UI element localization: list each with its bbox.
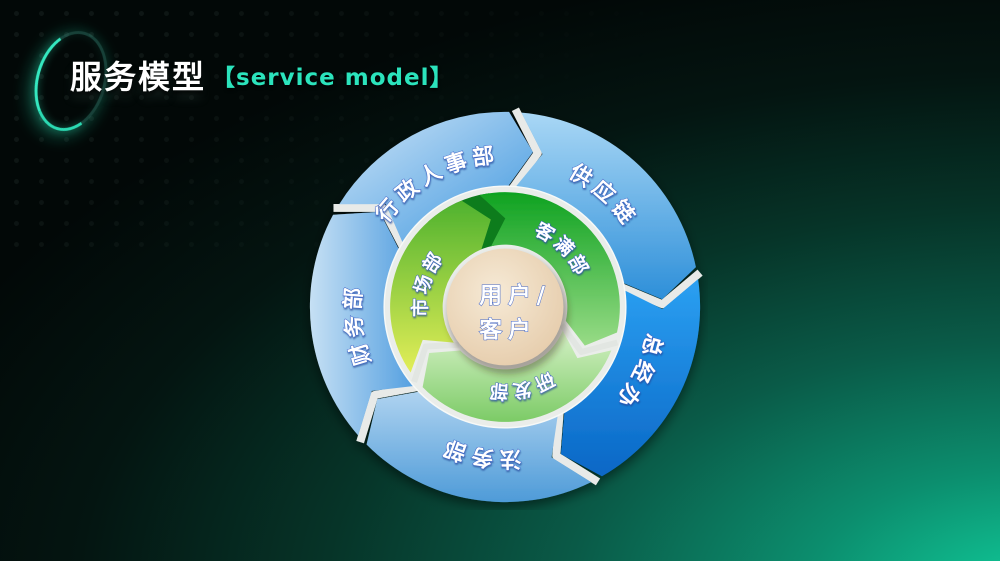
outer-segment-3 — [309, 211, 415, 436]
page-subtitle: 【service model】 — [212, 65, 454, 91]
inner-segment-2 — [390, 200, 491, 373]
center-label-line1: 用户/ — [479, 282, 551, 309]
outer-ring-divider — [618, 269, 703, 309]
inner-segment-0 — [479, 192, 620, 346]
center-circle — [446, 248, 564, 366]
inner-segment-1 — [422, 330, 612, 422]
center-labels: 用户/ 客户 — [479, 282, 551, 345]
outer-segment-2 — [366, 391, 592, 503]
center-label-line2: 客户 — [479, 317, 536, 344]
inner-ring-divider — [411, 341, 460, 383]
rings-group — [309, 107, 703, 503]
outer-ring-divider — [333, 203, 408, 251]
outer-ring-divider — [552, 409, 601, 486]
inner-ring-divider — [559, 323, 619, 355]
outer-segment-0 — [515, 112, 696, 300]
outer-ring-divider — [356, 382, 421, 444]
outer-ring-divider — [507, 107, 542, 193]
outer-segment-4 — [339, 111, 533, 244]
page-title: 服务模型 — [70, 58, 207, 96]
outer-segment-1 — [560, 279, 701, 477]
slide-header: 服务模型 【service model】 — [70, 52, 453, 98]
